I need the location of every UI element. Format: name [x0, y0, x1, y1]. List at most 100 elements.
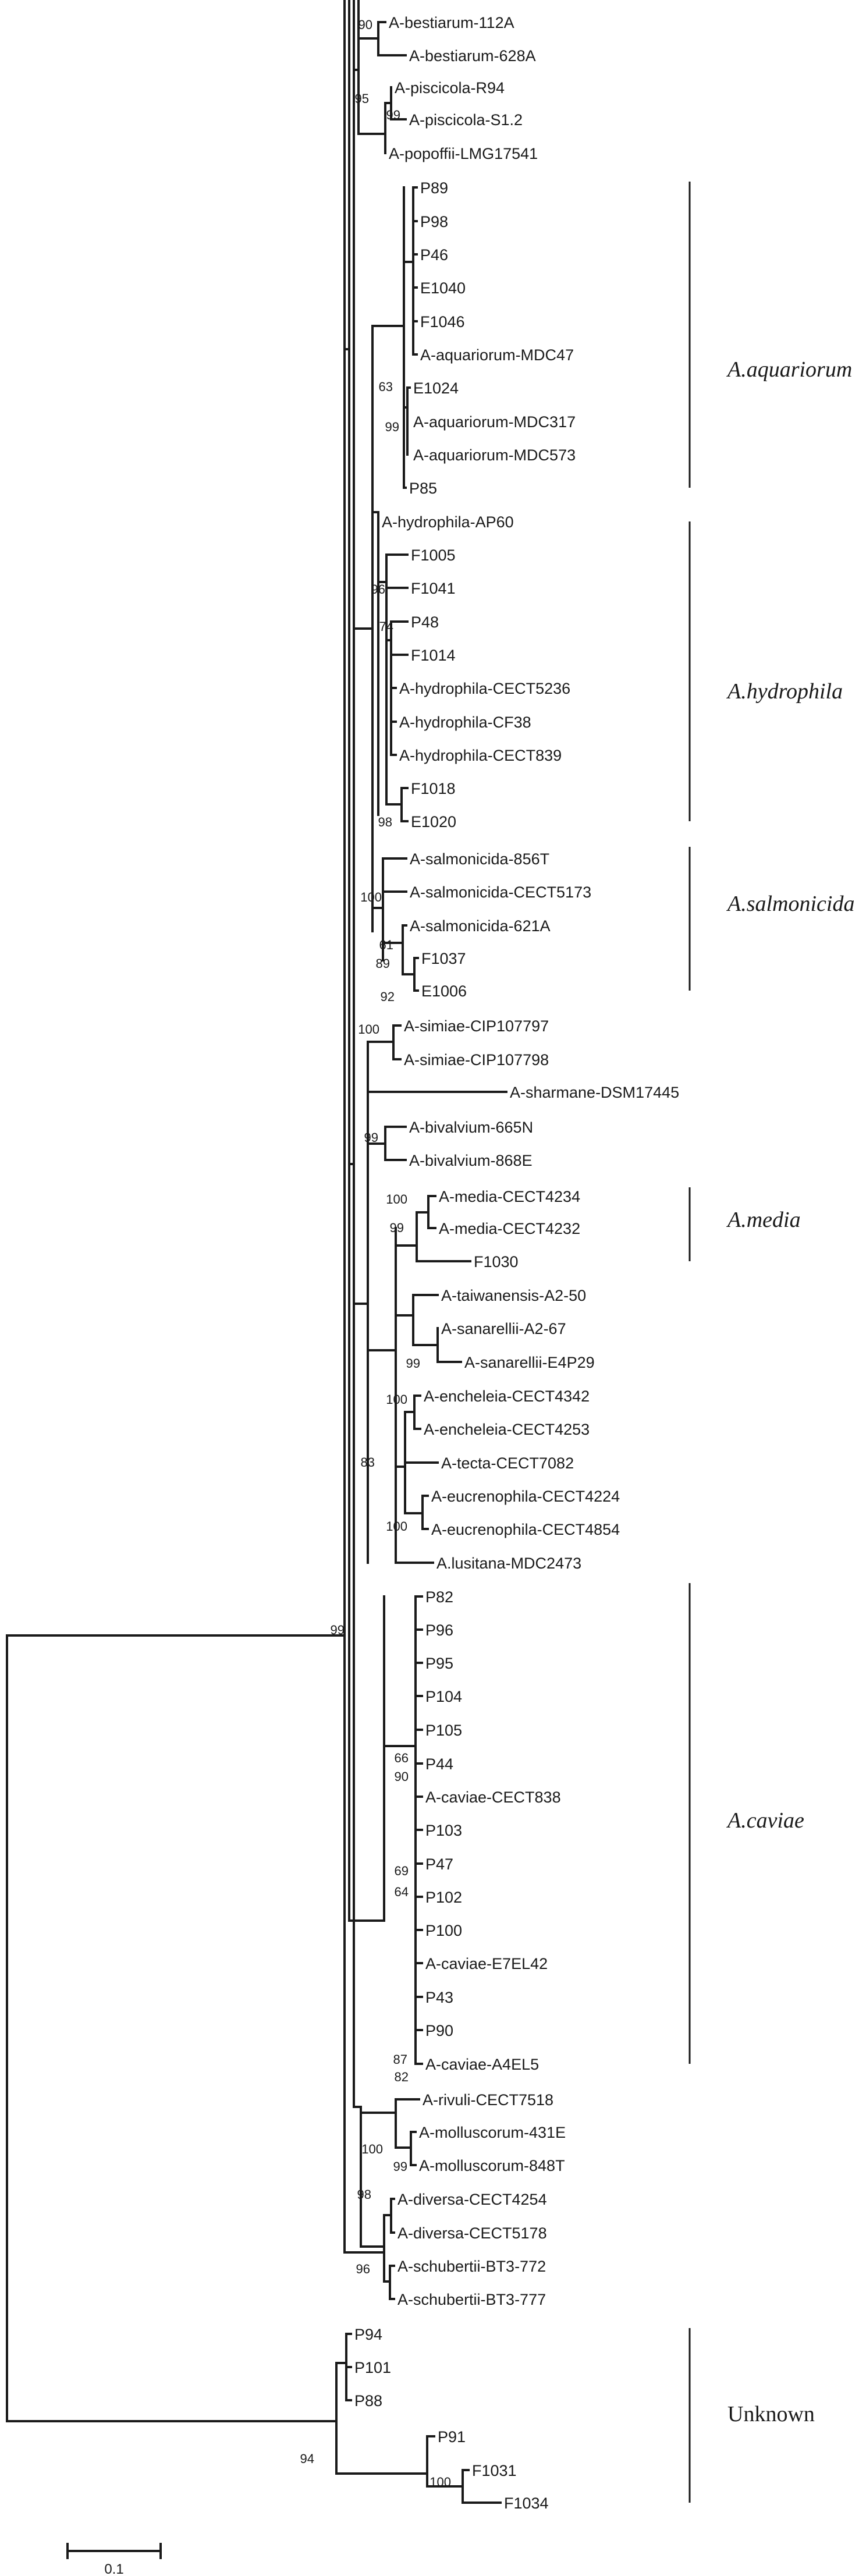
leaf-label: A-caviae-CECT838 — [425, 1789, 561, 1806]
bootstrap-value: 100 — [361, 2142, 383, 2156]
leaf-label: A-media-CECT4232 — [439, 1220, 580, 1237]
leaf-label: A-media-CECT4234 — [439, 1188, 580, 1205]
clade-label: A.aquariorum — [726, 357, 852, 382]
leaf-label: A-piscicola-S1.2 — [409, 111, 523, 129]
leaf-label: A-molluscorum-431E — [419, 2124, 566, 2141]
leaf-label: P82 — [425, 1588, 453, 1606]
leaf-label: A-aquariorum-MDC317 — [413, 413, 576, 431]
leaf-label: A-tecta-CECT7082 — [441, 1454, 574, 1472]
leaf-label: P47 — [425, 1855, 453, 1873]
leaf-label: F1005 — [411, 547, 456, 564]
leaf-label: A-molluscorum-848T — [419, 2157, 565, 2174]
bootstrap-value: 66 — [395, 1751, 409, 1765]
bootstrap-value: 99 — [406, 1356, 420, 1371]
leaf-label: P88 — [354, 2392, 382, 2410]
leaf-label: A-schubertii-BT3-777 — [397, 2291, 546, 2308]
leaf-label: A-rivuli-CECT7518 — [423, 2091, 553, 2109]
leaf-label: P44 — [425, 1755, 453, 1773]
bootstrap-value: 100 — [386, 1192, 407, 1207]
leaf-label: F1014 — [411, 647, 456, 664]
bootstrap-labels: 9095996399967498100618992100991009999100… — [300, 17, 451, 2489]
leaf-label: P85 — [409, 480, 437, 497]
leaf-label: A-piscicola-R94 — [395, 79, 505, 97]
leaf-label: P104 — [425, 1688, 462, 1705]
leaf-label: A-salmonicida-CECT5173 — [410, 883, 591, 901]
leaf-label: A-bivalvium-665N — [409, 1119, 533, 1136]
leaf-label: P48 — [411, 613, 439, 631]
leaf-label: F1046 — [420, 313, 465, 331]
scale-bar: 0.1 — [66, 2543, 162, 2576]
leaf-label: P43 — [425, 1989, 453, 2006]
bootstrap-value: 99 — [385, 420, 399, 434]
leaf-label: A.lusitana-MDC2473 — [436, 1555, 581, 1572]
leaf-label: A-aquariorum-MDC47 — [420, 346, 574, 364]
leaf-label: A-eucrenophila-CECT4854 — [431, 1521, 620, 1538]
leaf-label: F1037 — [421, 950, 466, 967]
leaf-label: A-simiae-CIP107798 — [404, 1051, 549, 1069]
leaf-label: A-popoffii-LMG17541 — [389, 145, 538, 162]
leaf-label: A-encheleia-CECT4253 — [424, 1421, 590, 1438]
scale-bar-label: 0.1 — [104, 2561, 123, 2576]
leaf-label: A-diversa-CECT5178 — [397, 2224, 547, 2242]
leaf-label: A-hydrophila-CF38 — [399, 714, 531, 731]
bootstrap-value: 99 — [331, 1623, 345, 1637]
bootstrap-value: 63 — [379, 379, 393, 394]
bootstrap-value: 99 — [393, 2159, 407, 2174]
bootstrap-value: 89 — [376, 956, 390, 971]
leaf-label: A-bivalvium-868E — [409, 1152, 533, 1169]
leaf-label: A-sanarellii-E4P29 — [464, 1354, 595, 1371]
leaf-label: F1018 — [411, 780, 456, 797]
leaf-label: P94 — [354, 2326, 382, 2343]
leaf-label: A-caviae-E7EL42 — [425, 1955, 548, 1972]
leaf-label: A-taiwanensis-A2-50 — [441, 1287, 586, 1304]
bootstrap-value: 100 — [360, 890, 382, 904]
leaf-label: F1041 — [411, 580, 456, 597]
leaf-label: F1030 — [474, 1253, 519, 1271]
clade-label: A.caviae — [726, 1808, 804, 1833]
bootstrap-value: 100 — [386, 1392, 407, 1407]
leaf-label: P105 — [425, 1722, 462, 1739]
leaf-label: P95 — [425, 1655, 453, 1672]
bootstrap-value: 87 — [393, 2052, 407, 2067]
clade-label: Unknown — [727, 2402, 815, 2426]
leaf-label: E1024 — [413, 379, 459, 397]
leaf-label: A-simiae-CIP107797 — [404, 1017, 549, 1035]
leaf-label: A-bestiarum-112A — [389, 14, 514, 31]
leaf-label: A-encheleia-CECT4342 — [424, 1388, 590, 1405]
bootstrap-value: 100 — [358, 1022, 379, 1037]
leaf-label: A-salmonicida-856T — [410, 850, 549, 868]
leaf-label: A-hydrophila-CECT839 — [399, 747, 562, 764]
leaf-label: E1006 — [421, 982, 467, 1000]
bootstrap-value: 90 — [358, 17, 372, 32]
bootstrap-value: 100 — [430, 2475, 451, 2489]
leaf-label: P101 — [354, 2359, 391, 2376]
leaf-label: A-hydrophila-CECT5236 — [399, 680, 570, 697]
leaf-label: P90 — [425, 2022, 453, 2039]
clade-label: A.media — [726, 1208, 801, 1232]
leaf-label: A-caviae-A4EL5 — [425, 2056, 539, 2073]
leaf-label: P89 — [420, 179, 448, 197]
clade-annotations: A.aquariorumA.hydrophilaA.salmonicidaA.m… — [688, 182, 854, 2503]
leaf-label: E1020 — [411, 813, 456, 831]
leaf-label: P91 — [438, 2428, 466, 2446]
bootstrap-value: 61 — [379, 938, 393, 952]
leaf-label: A-sharmane-DSM17445 — [510, 1084, 679, 1101]
leaf-label: P98 — [420, 213, 448, 230]
bootstrap-value: 95 — [355, 91, 369, 106]
leaf-label: A-aquariorum-MDC573 — [413, 446, 576, 464]
bootstrap-value: 92 — [381, 989, 395, 1004]
bootstrap-value: 64 — [395, 1885, 409, 1899]
bootstrap-value: 99 — [386, 108, 400, 122]
clade-label: A.hydrophila — [726, 679, 843, 704]
leaf-label: A-hydrophila-AP60 — [382, 513, 514, 531]
leaf-label: P96 — [425, 1621, 453, 1639]
bootstrap-value: 69 — [395, 1864, 409, 1878]
leaf-label: P103 — [425, 1822, 462, 1839]
bootstrap-value: 96 — [371, 582, 385, 597]
leaf-label: P102 — [425, 1889, 462, 1906]
bootstrap-value: 83 — [361, 1455, 375, 1470]
bootstrap-value: 82 — [395, 2070, 409, 2084]
bootstrap-value: 94 — [300, 2451, 314, 2466]
bootstrap-value: 96 — [356, 2262, 370, 2276]
